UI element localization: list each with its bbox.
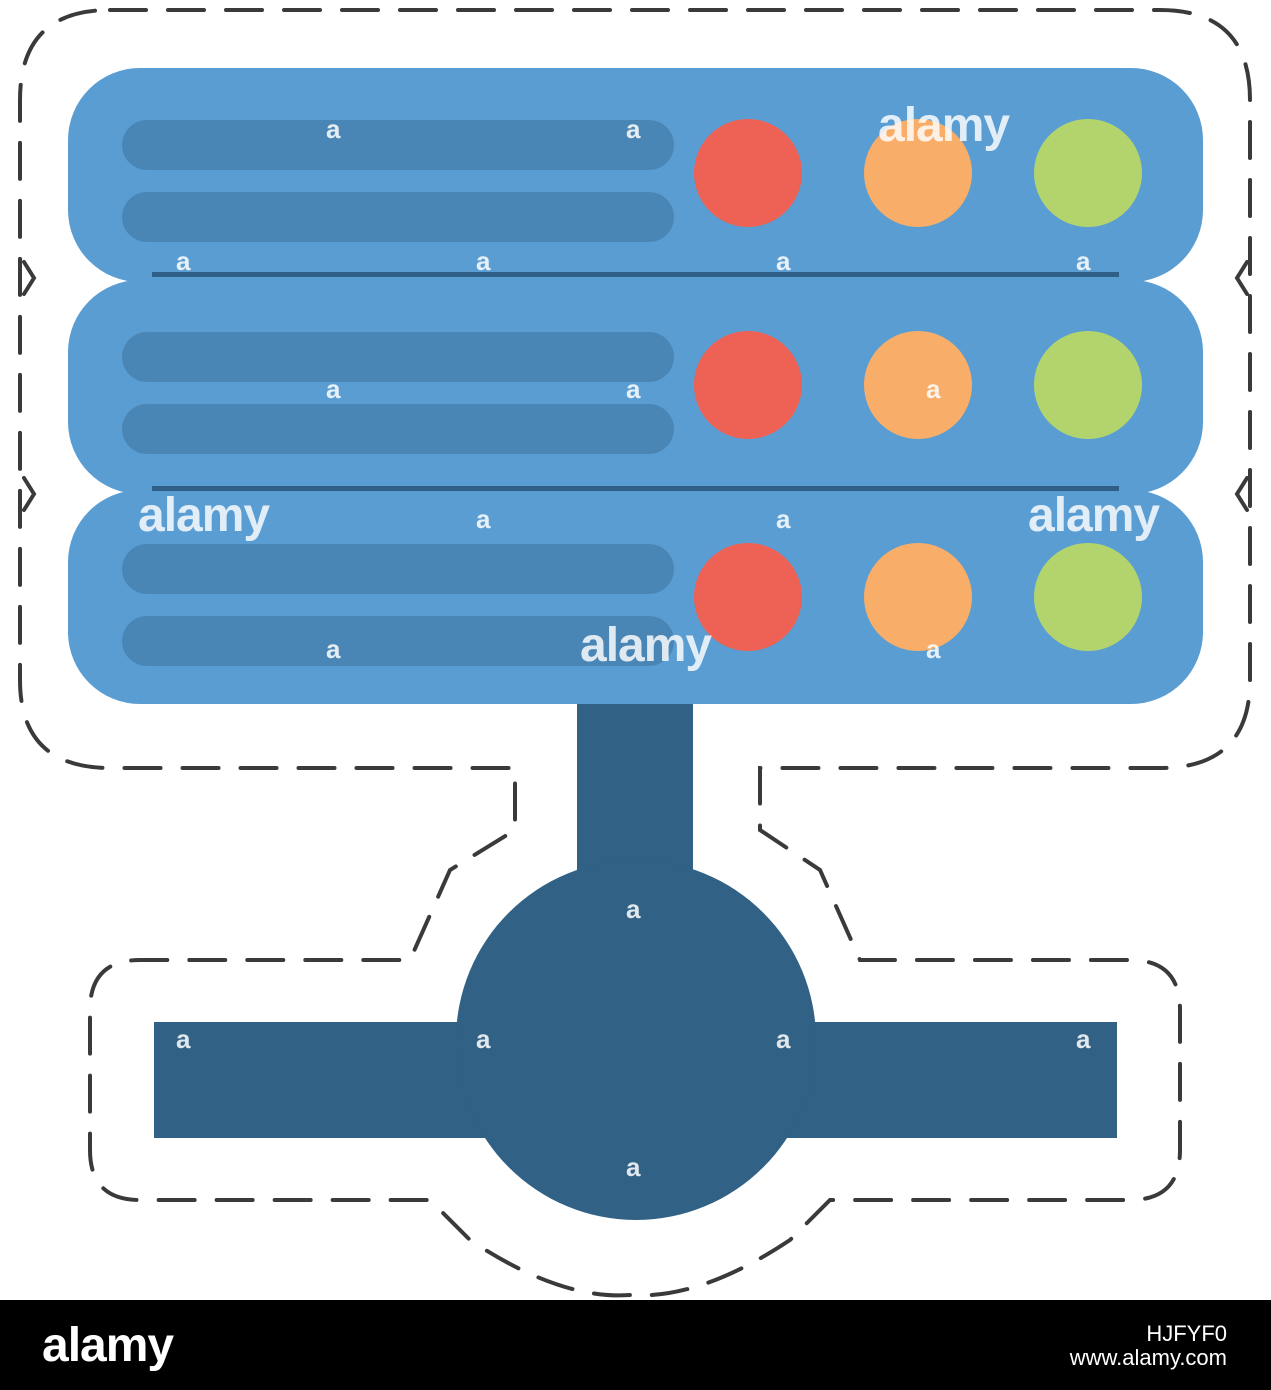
network-hub-icon (154, 690, 1117, 1220)
drive-slot (122, 120, 674, 170)
status-light-orange (864, 331, 972, 439)
server-unit-3 (68, 490, 1203, 704)
status-light-red (694, 543, 802, 651)
footer-info: HJFYF0 www.alamy.com (1070, 1322, 1227, 1370)
drive-slot (122, 404, 674, 454)
alamy-logo: alamy (42, 1319, 174, 1372)
side-chevrons (22, 260, 1249, 512)
image-id: HJFYF0 (1146, 1321, 1227, 1346)
status-light-green (1034, 543, 1142, 651)
stock-footer: alamy HJFYF0 www.alamy.com (0, 1300, 1271, 1390)
status-light-orange (864, 119, 972, 227)
status-light-green (1034, 331, 1142, 439)
server-network-icon (18, 8, 1252, 1298)
site-url: www.alamy.com (1069, 1345, 1227, 1370)
dashed-cut-outline (18, 8, 1252, 1298)
drive-slot (122, 192, 674, 242)
server-unit-1 (68, 68, 1203, 282)
server-rack-icon (68, 68, 1203, 704)
server-unit-2 (68, 280, 1203, 494)
status-light-orange (864, 543, 972, 651)
status-light-red (694, 331, 802, 439)
status-light-red (694, 119, 802, 227)
drive-slot (122, 544, 674, 594)
drive-slot (122, 332, 674, 382)
status-light-green (1034, 119, 1142, 227)
unit-divider (152, 486, 1119, 491)
drive-slot (122, 616, 674, 666)
network-hub-node (456, 860, 816, 1220)
unit-divider (152, 272, 1119, 277)
